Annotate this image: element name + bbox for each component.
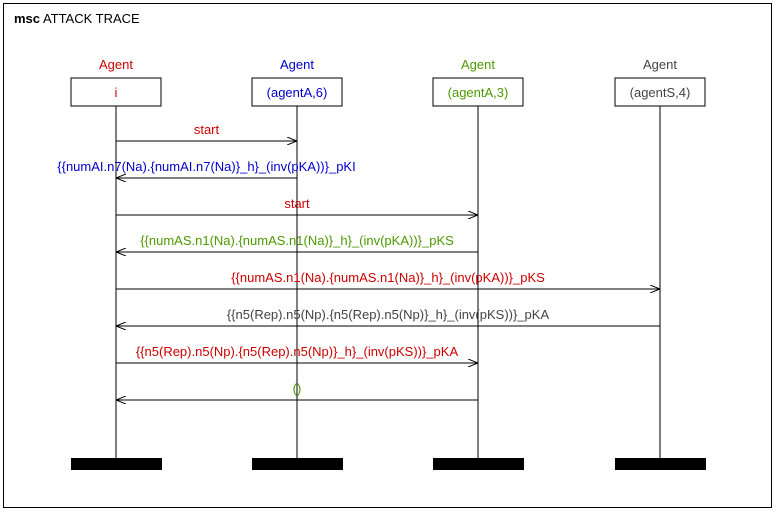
message-4: {{numAS.n1(Na).{numAS.n1(Na)}_h}_(inv(pK… <box>116 270 660 289</box>
lifeline-end-bar <box>615 458 706 470</box>
message-5: {{n5(Rep).n5(Np).{n5(Rep).n5(Np)}_h}_(in… <box>116 307 660 326</box>
message-3: {{numAS.n1(Na).{numAS.n1(Na)}_h}_(inv(pK… <box>116 233 478 252</box>
agent-role-label: Agent <box>461 57 495 72</box>
lifeline-end-bar <box>433 458 524 470</box>
message-label: {{numAS.n1(Na).{numAS.n1(Na)}_h}_(inv(pK… <box>140 233 454 248</box>
message-label: start <box>284 196 310 211</box>
lifeline-end-bar <box>252 458 343 470</box>
message-label: () <box>293 381 302 396</box>
message-7: () <box>116 381 478 400</box>
agent-role-label: Agent <box>99 57 133 72</box>
title-text: ATTACK TRACE <box>42 11 140 26</box>
message-label: {{n5(Rep).n5(Np).{n5(Rep).n5(Np)}_h}_(in… <box>136 344 459 359</box>
message-1: {{numAI.n7(Na).{numAI.n7(Na)}_h}_(inv(pK… <box>57 159 356 178</box>
message-label: {{numAI.n7(Na).{numAI.n7(Na)}_h}_(inv(pK… <box>57 159 355 174</box>
lifeline-1: Agent (agentA,6) <box>251 57 343 470</box>
lifeline-end-bar <box>71 458 162 470</box>
message-label: {{n5(Rep).n5(Np).{n5(Rep).n5(Np)}_h}_(in… <box>227 307 550 322</box>
message-label: {{numAS.n1(Na).{numAS.n1(Na)}_h}_(inv(pK… <box>231 270 545 285</box>
agent-box <box>251 77 343 107</box>
agent-box <box>70 77 162 107</box>
agent-name-label: i <box>115 85 118 100</box>
agent-box <box>432 77 524 107</box>
lifeline-3: Agent (agentS,4) <box>614 57 706 470</box>
message-2: start <box>116 196 478 215</box>
lifeline-0: Agent i <box>70 57 162 470</box>
diagram-title: msc ATTACK TRACE <box>14 11 140 26</box>
agent-name-label: (agentS,4) <box>630 85 691 100</box>
agent-role-label: Agent <box>280 57 314 72</box>
message-label: start <box>194 122 220 137</box>
diagram-frame <box>3 3 772 508</box>
agent-name-label: (agentA,6) <box>267 85 328 100</box>
agent-role-label: Agent <box>643 57 677 72</box>
message-0: start <box>116 122 297 141</box>
message-6: {{n5(Rep).n5(Np).{n5(Rep).n5(Np)}_h}_(in… <box>116 344 478 363</box>
agent-name-label: (agentA,3) <box>448 85 509 100</box>
lifeline-2: Agent (agentA,3) <box>432 57 524 470</box>
title-keyword: msc <box>14 11 41 26</box>
